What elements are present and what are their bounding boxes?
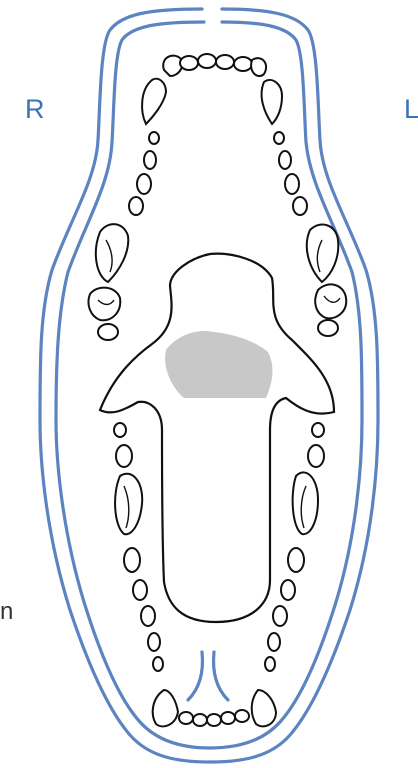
upper-canine-left	[262, 80, 282, 124]
upper-incisor	[216, 55, 234, 69]
upper-carnassial-left	[307, 225, 339, 282]
upper-incisor	[180, 56, 198, 70]
lower-incisor	[179, 712, 193, 724]
frenulum-mark	[188, 652, 228, 700]
upper-molar	[98, 324, 118, 340]
lower-incisor	[221, 712, 235, 724]
upper-premolar	[274, 132, 284, 144]
lower-canine-left	[252, 690, 276, 726]
lower-premolar	[312, 423, 324, 437]
lower-incisor	[193, 714, 207, 726]
lower-molar	[124, 548, 140, 572]
lower-premolar	[273, 606, 287, 626]
lower-premolar	[308, 445, 324, 467]
upper-incisor	[198, 54, 216, 68]
lower-canine-right	[153, 690, 178, 726]
lower-premolar	[148, 633, 160, 651]
upper-premolar	[144, 151, 156, 169]
upper-premolar	[137, 174, 151, 194]
lower-molar	[288, 548, 304, 572]
lower-premolar	[281, 580, 295, 600]
upper-incisor	[163, 56, 182, 76]
lower-premolar	[141, 606, 155, 626]
lower-premolar	[133, 580, 147, 600]
lower-premolar	[116, 445, 132, 467]
upper-premolar	[279, 151, 291, 169]
upper-premolar	[285, 174, 299, 194]
lower-molar-left	[293, 472, 318, 534]
upper-incisor	[251, 58, 266, 76]
lower-premolar	[153, 657, 163, 671]
upper-incisor	[234, 57, 252, 71]
lower-incisor	[235, 710, 249, 722]
upper-premolar	[149, 132, 159, 144]
lower-premolar	[114, 423, 126, 437]
upper-premolar	[129, 197, 143, 215]
lower-premolar	[268, 633, 280, 651]
upper-premolar	[293, 197, 307, 215]
upper-canine-right	[142, 79, 166, 124]
upper-molar	[318, 320, 338, 336]
lower-incisor	[207, 714, 221, 726]
lower-premolar	[265, 657, 275, 671]
